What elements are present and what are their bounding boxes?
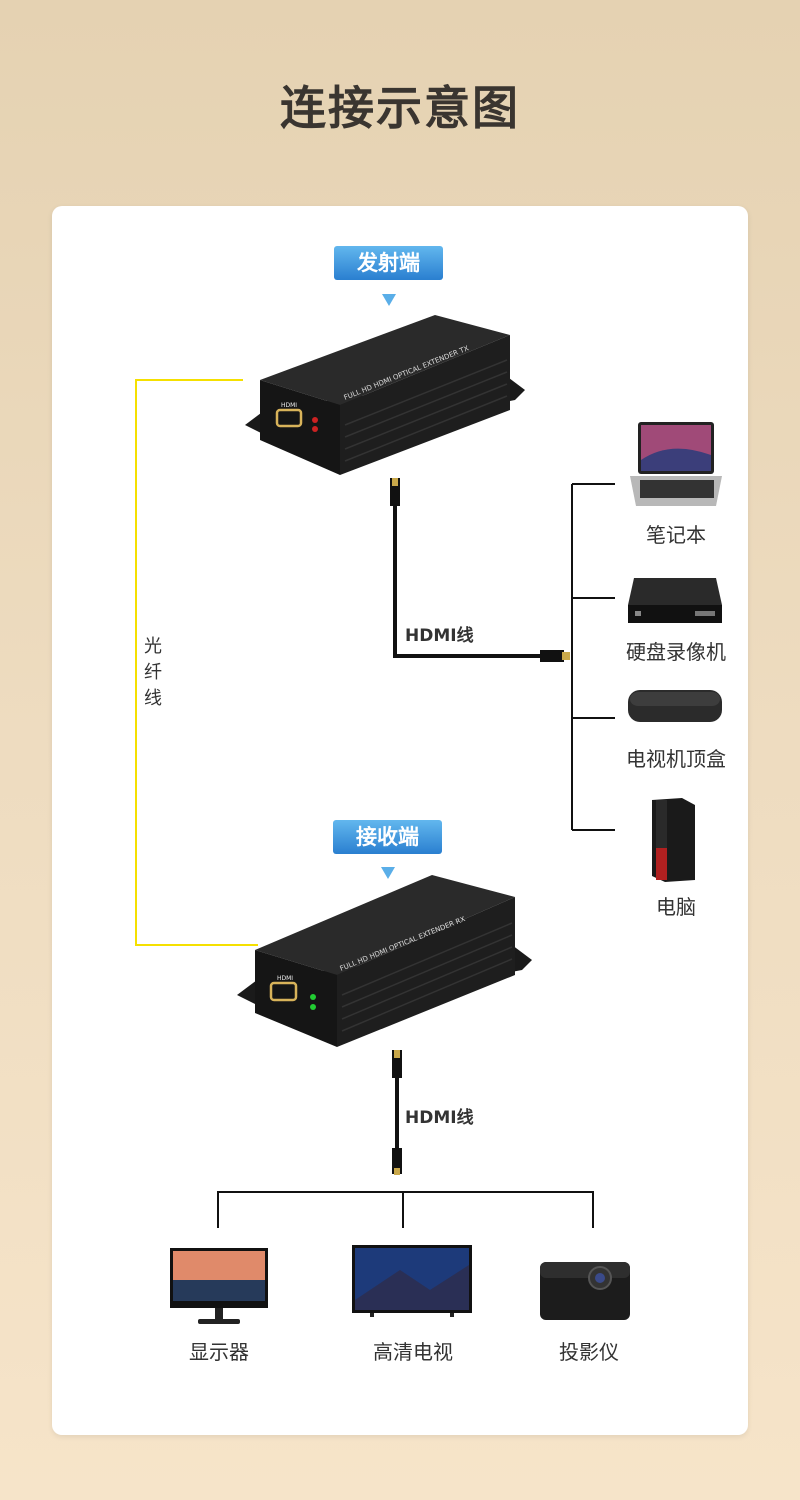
source-bracket	[571, 483, 615, 831]
set-top-box-icon	[628, 690, 722, 722]
page-title: 连接示意图	[280, 81, 520, 135]
source-label-pc: 电脑	[656, 895, 696, 919]
display-label-monitor: 显示器	[189, 1340, 249, 1364]
laptop-icon	[630, 422, 722, 506]
transmitter-badge: 发射端	[334, 246, 443, 280]
monitor-icon	[170, 1248, 268, 1324]
receiver-badge: 接收端	[333, 820, 442, 854]
fiber-line	[135, 379, 258, 946]
source-label-laptop: 笔记本	[646, 523, 706, 547]
tv-icon	[352, 1245, 472, 1317]
receiver-port-label: HDMI	[277, 975, 293, 982]
transmitter-device: FULL HD HDMI OPTICAL EXTENDER TX HDMI	[245, 315, 525, 475]
display-label-projector: 投影仪	[559, 1340, 619, 1364]
dvr-icon	[628, 578, 722, 623]
transmitter-port-label: HDMI	[281, 402, 297, 409]
receiver-device: FULL HD HDMI OPTICAL EXTENDER RX HDMI	[237, 875, 532, 1047]
hdmi-cable-bottom	[392, 1050, 402, 1175]
projector-icon	[540, 1262, 630, 1320]
pc-tower-icon	[652, 798, 695, 882]
arrow-down-icon	[382, 294, 396, 306]
fiber-label: 光纤线	[144, 636, 162, 709]
display-bracket	[217, 1191, 594, 1228]
hdmi-cable-top	[390, 478, 570, 662]
arrow-down-icon	[381, 867, 395, 879]
hdmi-cable-label-top: HDMI线	[405, 626, 474, 646]
hdmi-cable-label-bottom: HDMI线	[405, 1108, 474, 1128]
source-label-set-top-box: 电视机顶盒	[626, 747, 726, 771]
display-label-tv: 高清电视	[373, 1340, 453, 1364]
source-label-dvr: 硬盘录像机	[626, 640, 726, 664]
